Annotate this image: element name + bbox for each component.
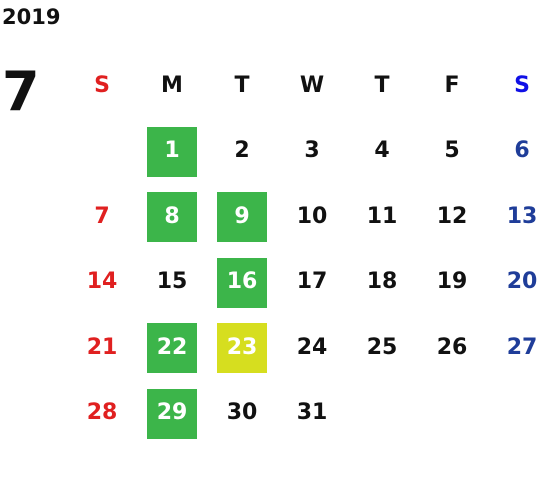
day-cell[interactable]: 6 xyxy=(514,138,530,164)
day-cell[interactable]: 11 xyxy=(366,203,398,229)
day-cell-highlighted[interactable]: 23 xyxy=(207,315,277,381)
weekday-header-tuesday: T xyxy=(234,72,250,98)
calendar-grid: S M T W T F S 1 2 3 4 5 6 7 8 9 10 11 12… xyxy=(67,53,548,446)
calendar-month: 7 xyxy=(2,60,40,123)
day-cell-empty xyxy=(67,119,137,185)
day-cell-highlighted[interactable]: 22 xyxy=(137,315,207,381)
day-cell[interactable]: 5 xyxy=(444,138,460,164)
day-cell[interactable]: 20 xyxy=(506,269,538,295)
weekday-header-friday: F xyxy=(444,72,460,98)
weekday-header-saturday: S xyxy=(514,72,530,98)
day-cell[interactable]: 21 xyxy=(86,334,118,360)
day-cell[interactable]: 10 xyxy=(296,203,328,229)
calendar-year: 2019 xyxy=(2,5,61,29)
day-cell[interactable]: 19 xyxy=(436,269,468,295)
day-cell-highlighted[interactable]: 8 xyxy=(137,184,207,250)
day-cell[interactable]: 14 xyxy=(86,269,118,295)
day-cell[interactable]: 25 xyxy=(366,334,398,360)
weekday-header-monday: M xyxy=(161,72,183,98)
day-cell-empty xyxy=(417,381,487,447)
day-cell[interactable]: 28 xyxy=(86,400,118,426)
day-cell[interactable]: 4 xyxy=(374,138,390,164)
weekday-header-thursday: T xyxy=(374,72,390,98)
day-cell-highlighted[interactable]: 29 xyxy=(137,381,207,447)
day-cell-empty xyxy=(347,381,417,447)
day-cell[interactable]: 27 xyxy=(506,334,538,360)
day-cell-highlighted[interactable]: 9 xyxy=(207,184,277,250)
day-cell[interactable]: 15 xyxy=(156,269,188,295)
day-cell[interactable]: 26 xyxy=(436,334,468,360)
day-cell[interactable]: 7 xyxy=(94,203,110,229)
weekday-header-wednesday: W xyxy=(299,72,325,98)
day-cell[interactable]: 3 xyxy=(304,138,320,164)
day-cell[interactable]: 17 xyxy=(296,269,328,295)
day-cell[interactable]: 31 xyxy=(296,400,328,426)
day-cell[interactable]: 12 xyxy=(436,203,468,229)
day-cell-empty xyxy=(487,381,548,447)
day-cell-highlighted[interactable]: 1 xyxy=(137,119,207,185)
weekday-header-sunday: S xyxy=(94,72,110,98)
day-cell[interactable]: 18 xyxy=(366,269,398,295)
day-cell-highlighted[interactable]: 16 xyxy=(207,250,277,316)
day-cell[interactable]: 2 xyxy=(234,138,250,164)
day-cell[interactable]: 13 xyxy=(506,203,538,229)
day-cell[interactable]: 30 xyxy=(226,400,258,426)
day-cell[interactable]: 24 xyxy=(296,334,328,360)
